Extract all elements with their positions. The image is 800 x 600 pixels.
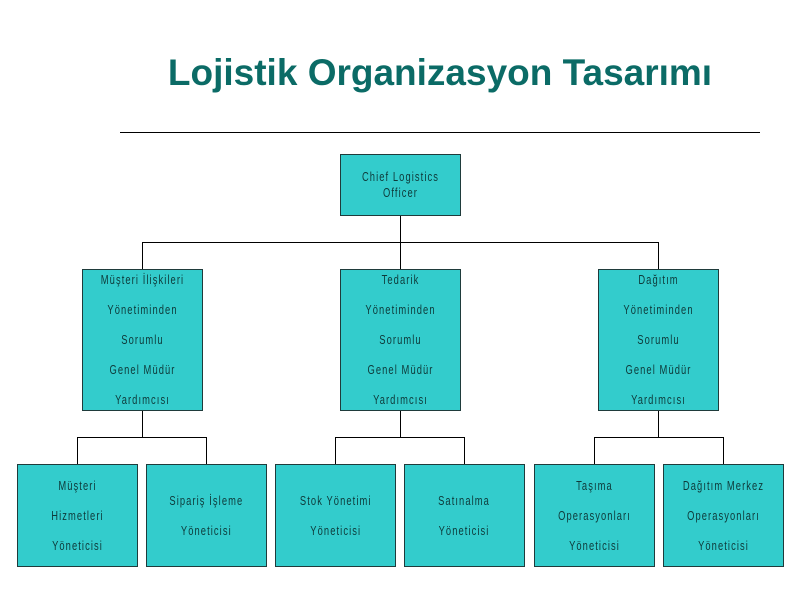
connector-right-b: [723, 437, 724, 465]
connector-left-bar: [77, 437, 207, 438]
org-node-label: Taşıma Operasyonları Yöneticisi: [558, 477, 631, 553]
connector-left-down: [142, 410, 143, 437]
slide-title: Lojistik Organizasyon Tasarımı: [167, 52, 713, 93]
connector-center-down: [400, 410, 401, 437]
connector-left-b: [206, 437, 207, 465]
connector-right-bar: [594, 437, 724, 438]
connector-center-a: [335, 437, 336, 465]
connector-level1-center: [400, 242, 401, 270]
connector-right-a: [594, 437, 595, 465]
org-node-label: Tedarik Yönetiminden Sorumlu Genel Müdür…: [365, 272, 436, 407]
org-node-label: Müşteri Hizmetleri Yöneticisi: [51, 477, 104, 553]
org-node-level2: Müşteri Hizmetleri Yöneticisi: [17, 464, 138, 567]
org-node-label: Satınalma Yöneticisi: [438, 492, 491, 538]
org-node-level2: Dağıtım Merkez Operasyonları Yöneticisi: [663, 464, 784, 567]
org-node-label: Stok Yönetimi Yöneticisi: [299, 492, 372, 538]
connector-center-bar: [335, 437, 465, 438]
connector-level1-right: [658, 242, 659, 270]
connector-level1-left: [142, 242, 143, 270]
connector-right-down: [658, 410, 659, 437]
connector-left-a: [77, 437, 78, 465]
org-node-root: Chief Logistics Officer: [340, 154, 461, 216]
org-node-label: Sipariş İşleme Yöneticisi: [169, 492, 244, 538]
org-node-level1: Dağıtım Yönetiminden Sorumlu Genel Müdür…: [598, 269, 719, 411]
org-node-level2: Satınalma Yöneticisi: [404, 464, 525, 567]
title-divider: [120, 132, 760, 133]
org-node-level2: Sipariş İşleme Yöneticisi: [146, 464, 267, 567]
org-node-level1: Müşteri İlişkileri Yönetiminden Sorumlu …: [82, 269, 203, 411]
connector-root-down: [400, 215, 401, 242]
org-node-label: Dağıtım Yönetiminden Sorumlu Genel Müdür…: [623, 272, 694, 407]
connector-center-b: [464, 437, 465, 465]
org-node-label: Chief Logistics Officer: [361, 169, 440, 200]
org-node-label: Dağıtım Merkez Operasyonları Yöneticisi: [682, 477, 765, 553]
org-node-level2: Taşıma Operasyonları Yöneticisi: [534, 464, 655, 567]
org-node-label: Müşteri İlişkileri Yönetiminden Sorumlu …: [100, 272, 185, 407]
org-node-level1: Tedarik Yönetiminden Sorumlu Genel Müdür…: [340, 269, 461, 411]
org-node-level2: Stok Yönetimi Yöneticisi: [275, 464, 396, 567]
